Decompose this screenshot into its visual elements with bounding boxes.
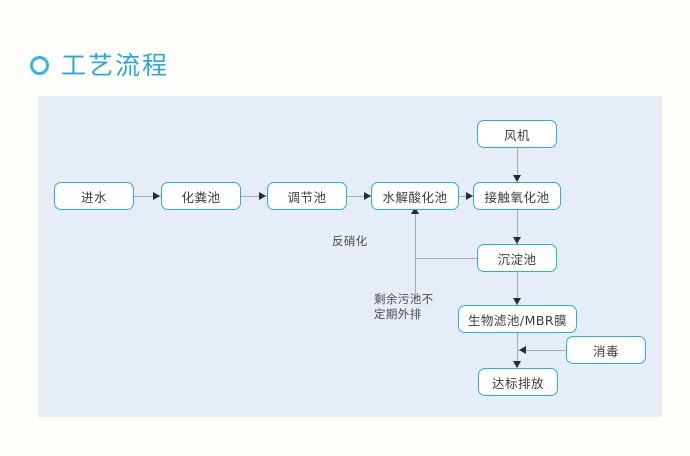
label-denitrification: 反硝化 <box>332 234 368 248</box>
node-disinfection-label: 消毒 <box>592 343 619 359</box>
connector-sludge-stub <box>415 258 416 300</box>
connector-disinfection-discharge <box>518 350 566 351</box>
node-septic-tank-label: 化粪池 <box>181 189 221 205</box>
node-sedimentation-tank-label: 沉淀池 <box>497 251 537 267</box>
connector-sedimentation-return-v <box>415 211 416 258</box>
connector-sedimentation-return-h <box>415 258 477 259</box>
arrow-blower-contact <box>513 175 521 182</box>
node-contact-oxidation-tank[interactable]: 接触氧化池 <box>473 182 561 210</box>
arrow-regulating-hydrolysis <box>364 191 371 200</box>
arrow-sedimentation-biofilter <box>513 298 521 305</box>
connector-contact-sedimentation <box>517 210 518 244</box>
arrow-biofilter-discharge <box>513 361 521 368</box>
node-septic-tank[interactable]: 化粪池 <box>161 182 241 210</box>
node-biofilter-mbr[interactable]: 生物滤池/MBR膜 <box>458 305 577 333</box>
connector-biofilter-discharge <box>517 333 518 368</box>
node-blower[interactable]: 风机 <box>477 120 557 148</box>
flowchart-panel: 进水 化粪池 调节池 水解酸化池 接触氧化池 风机 沉淀池 生物滤池/MBR膜 … <box>38 96 662 417</box>
page-title: 工艺流程 <box>30 46 169 84</box>
node-hydrolysis-acidification-tank[interactable]: 水解酸化池 <box>371 182 459 210</box>
arrow-septic-regulating <box>259 191 266 200</box>
ring-icon <box>30 55 49 75</box>
node-blower-label: 风机 <box>503 127 530 143</box>
connector-blower-contact <box>517 148 518 182</box>
node-biofilter-mbr-label: 生物滤池/MBR膜 <box>467 312 568 328</box>
node-inflow[interactable]: 进水 <box>54 182 134 210</box>
node-regulating-tank[interactable]: 调节池 <box>267 182 347 210</box>
node-hydrolysis-acidification-tank-label: 水解酸化池 <box>382 189 448 205</box>
node-compliant-discharge[interactable]: 达标排放 <box>478 368 558 396</box>
page-title-text: 工艺流程 <box>61 50 170 80</box>
node-sedimentation-tank[interactable]: 沉淀池 <box>477 244 557 272</box>
node-inflow-label: 进水 <box>80 189 107 205</box>
connector-sedimentation-biofilter <box>517 272 518 305</box>
label-sludge-discharge-note: 剩余污池不 定期外排 <box>374 292 434 321</box>
arrow-return-hydrolysis <box>411 207 419 214</box>
node-disinfection[interactable]: 消毒 <box>566 336 646 364</box>
arrow-hydrolysis-contact <box>466 191 473 200</box>
arrow-contact-sedimentation <box>513 237 521 244</box>
node-regulating-tank-label: 调节池 <box>287 189 327 205</box>
node-compliant-discharge-label: 达标排放 <box>491 375 544 391</box>
arrow-inflow-septic <box>153 191 160 200</box>
node-contact-oxidation-tank-label: 接触氧化池 <box>484 189 550 205</box>
arrow-disinfection-discharge <box>519 345 526 354</box>
